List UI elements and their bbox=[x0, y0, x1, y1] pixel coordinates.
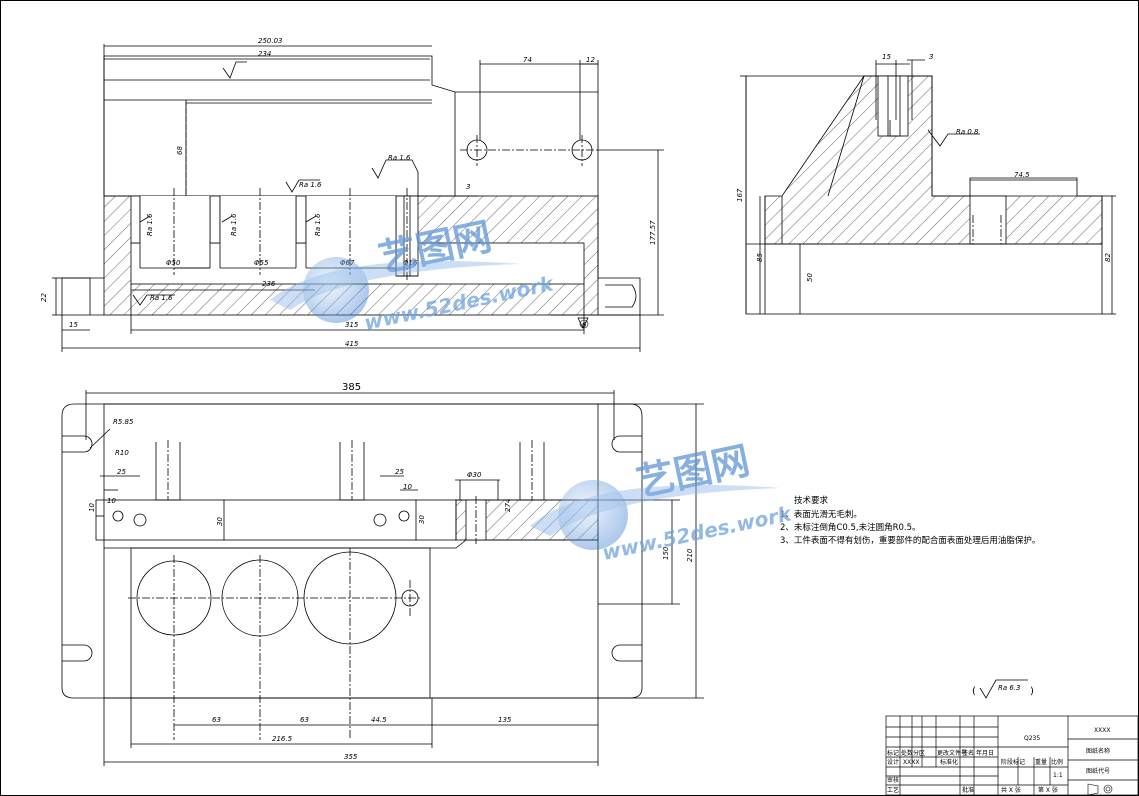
plan-view-labels: 385 R5.85 R10 25 25 10 10 10 30 30 Φ30 2… bbox=[88, 382, 694, 761]
tb-sheet-no: 第 X 张 bbox=[1038, 786, 1058, 794]
tb-weight-label: 重量 bbox=[1035, 758, 1047, 766]
tb-mark-label: 标记 bbox=[887, 749, 899, 757]
tb-sign-label: 签名 bbox=[962, 749, 974, 757]
svg-text:): ) bbox=[1030, 686, 1034, 697]
dim-315: 315 bbox=[345, 321, 359, 329]
roughness-label-5: Ra 1.6 bbox=[230, 213, 238, 236]
plan-dim-25b: 25 bbox=[395, 468, 404, 476]
roughness-label-2: Ra 1.6 bbox=[299, 181, 322, 189]
tb-scale-label: 比例 bbox=[1051, 758, 1063, 766]
plan-dim-25a: 25 bbox=[117, 468, 126, 476]
tb-process-label: 工艺 bbox=[887, 786, 899, 794]
plan-dim-63b: 63 bbox=[300, 716, 309, 724]
tech-line-1: 1、表面光滑无毛刺。 bbox=[780, 509, 862, 520]
plan-dim-150: 150 bbox=[662, 546, 670, 560]
general-roughness-label: Ra 6.3 bbox=[998, 684, 1021, 692]
technical-requirements: 技术要求 1、表面光滑无毛刺。 2、未标注倒角C0.5,未注圆角R0.5。 3、… bbox=[780, 495, 1040, 546]
title-block-labels: Q235 XXXX 图纸名称 图纸代号 标记 处数 分区 更改文件号 签名 年月… bbox=[887, 727, 1113, 796]
title-block bbox=[885, 715, 1139, 796]
plan-dim-30a: 30 bbox=[216, 517, 224, 526]
side-view-labels: 15 3 Ra 0.8 167 74.5 85 50 82 bbox=[736, 53, 1112, 282]
plan-dim-r10: R10 bbox=[115, 449, 129, 457]
dim-phi50: Φ50 bbox=[166, 259, 181, 267]
plan-dim-63a: 63 bbox=[212, 716, 221, 724]
plan-dim-30b: 30 bbox=[418, 515, 426, 524]
datum-symbol-label: 6 bbox=[582, 321, 587, 329]
plan-dim-phi30: Φ30 bbox=[467, 471, 482, 479]
side-dim-74-5: 74.5 bbox=[1014, 171, 1030, 179]
tb-material: Q235 bbox=[1024, 735, 1040, 742]
tech-line-3: 3、工件表面不得有划伤，重要部件的配合面表面处理后用油脂保护。 bbox=[780, 535, 1040, 546]
datum-symbol-icon bbox=[579, 319, 589, 329]
tb-scale-value: 1:1 bbox=[1053, 772, 1063, 779]
tb-count-label: 处数 bbox=[901, 749, 913, 757]
tb-drawing-code-label: 图纸代号 bbox=[1086, 767, 1110, 775]
tb-drawing-name-label: 图纸名称 bbox=[1086, 747, 1110, 755]
plan-dim-355: 355 bbox=[344, 753, 358, 761]
plan-dim-10b: 10 bbox=[403, 483, 412, 491]
plan-dim-r585: R5.85 bbox=[113, 418, 134, 426]
plan-dim-385: 385 bbox=[342, 382, 361, 393]
roughness-label-3: Ra 1.6 bbox=[150, 294, 173, 302]
tb-std-label: 标准化 bbox=[940, 758, 958, 766]
side-dim-82: 82 bbox=[1104, 253, 1112, 262]
dim-22: 22 bbox=[40, 293, 48, 302]
tb-approve-label: 批准 bbox=[962, 786, 974, 794]
dim-415: 415 bbox=[345, 340, 359, 348]
dim-68: 68 bbox=[176, 146, 184, 155]
plan-dim-10c: 10 bbox=[88, 503, 96, 512]
watermark-globe-icon bbox=[303, 257, 369, 323]
roughness-label-4: Ra 1.6 bbox=[146, 213, 154, 236]
side-dim-167: 167 bbox=[736, 188, 744, 202]
dim-236: 236 bbox=[262, 280, 276, 288]
plan-dim-10a: 10 bbox=[107, 497, 116, 505]
tb-designer-label: 设计 bbox=[887, 758, 899, 766]
plan-dim-216-5: 216.5 bbox=[272, 735, 293, 743]
side-dim-15: 15 bbox=[882, 53, 891, 61]
plan-dim-274: 274 bbox=[504, 499, 512, 512]
tb-date-label: 年月日 bbox=[976, 749, 994, 757]
tb-drawing-name-top: XXXX bbox=[1094, 727, 1110, 734]
tb-review-label: 审核 bbox=[887, 776, 899, 784]
tech-heading: 技术要求 bbox=[794, 495, 829, 506]
dim-74: 74 bbox=[523, 56, 532, 64]
roughness-label-6: Ra 1.6 bbox=[314, 213, 322, 236]
dim-15: 15 bbox=[69, 321, 78, 329]
dim-3: 3 bbox=[466, 183, 470, 191]
dim-250: 250.03 bbox=[258, 37, 283, 45]
side-roughness-label: Ra 0.8 bbox=[956, 128, 979, 136]
plan-dim-44-5: 44.5 bbox=[371, 716, 387, 724]
tb-designer-value: XXXX bbox=[903, 759, 919, 766]
tb-sheets-total: 共 X 张 bbox=[1001, 786, 1021, 794]
plan-dim-135: 135 bbox=[498, 716, 512, 724]
roughness-symbol-icon bbox=[979, 679, 1028, 699]
plan-dim-210: 210 bbox=[686, 548, 694, 562]
dim-177: 177.57 bbox=[649, 220, 657, 245]
dim-234: 234 bbox=[258, 50, 271, 58]
side-dim-50: 50 bbox=[806, 273, 814, 282]
dim-12: 12 bbox=[586, 56, 595, 64]
dim-phi55: Φ55 bbox=[254, 259, 269, 267]
projection-symbol-icon bbox=[1087, 783, 1113, 796]
tb-change-label: 更改文件号 bbox=[937, 749, 967, 757]
tech-line-2: 2、未标注倒角C0.5,未注圆角R0.5。 bbox=[780, 522, 921, 533]
roughness-label-1: Ra 1.6 bbox=[388, 154, 411, 162]
tb-stage-label: 阶段标记 bbox=[1001, 758, 1025, 766]
side-dim-85: 85 bbox=[756, 253, 764, 262]
side-dim-3: 3 bbox=[929, 53, 933, 61]
general-roughness: ( Ra 6.3 ) bbox=[972, 679, 1034, 699]
side-view bbox=[740, 59, 1116, 315]
tb-zone-label: 分区 bbox=[913, 749, 925, 757]
watermark-globe-icon-2 bbox=[558, 480, 628, 550]
dim-phi16: Φ16 bbox=[403, 259, 418, 267]
svg-text:(: ( bbox=[972, 686, 976, 697]
